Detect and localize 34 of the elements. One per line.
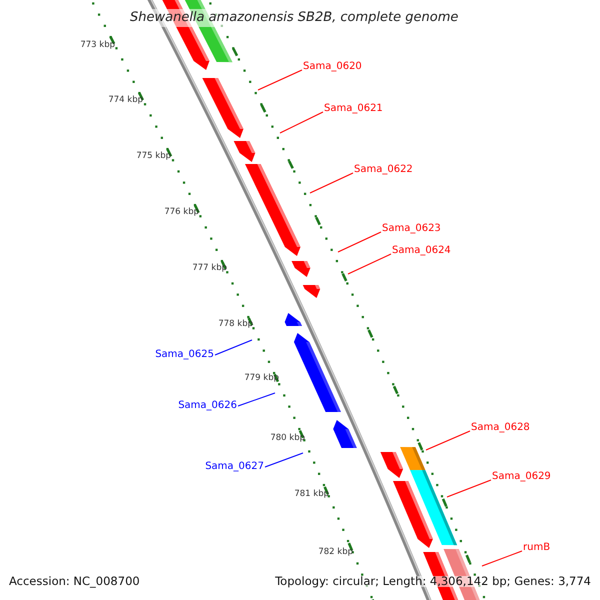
- scale-tick-label: 781 kbp: [294, 489, 329, 499]
- gene-label: Sama_0627: [205, 461, 264, 473]
- leader-line: [280, 112, 324, 134]
- leader-line: [258, 70, 302, 90]
- gene-label: Sama_0623: [382, 223, 441, 235]
- accession-text: Accession: NC_008700: [9, 575, 140, 587]
- scale-tick-label: 777 kbp: [192, 263, 227, 273]
- gene-label: rumB: [523, 542, 550, 554]
- leader-line: [338, 232, 382, 252]
- gene-label: Sama_0629: [492, 471, 551, 483]
- leader-line: [238, 392, 276, 406]
- title: Shewanella amazonensis SB2B, complete genome: [128, 9, 460, 27]
- leader-line: [426, 430, 470, 450]
- gene-label: Sama_0621: [324, 103, 383, 115]
- leader-line: [348, 254, 392, 274]
- gene-label: Sama_0624: [392, 245, 451, 257]
- scale-tick-label: 775 kbp: [136, 151, 171, 161]
- scale-tick-label: 774 kbp: [108, 95, 143, 105]
- gene-label: Sama_0628: [471, 422, 530, 434]
- scale-tick-label: 778 kbp: [218, 319, 253, 329]
- scale-tick-label: 780 kbp: [270, 433, 305, 443]
- gene-label: Sama_0620: [303, 61, 362, 73]
- scale-tick-label: 776 kbp: [164, 207, 199, 217]
- gene-label: Sama_0622: [354, 164, 413, 176]
- genome-summary-text: Topology: circular; Length: 4,306,142 bp; Genes: 3,774: [275, 576, 591, 587]
- leader-line: [482, 550, 522, 566]
- gene-label: Sama_0625: [155, 349, 214, 361]
- leader-line: [446, 480, 492, 498]
- gene-label: Sama_0626: [178, 400, 237, 412]
- leader-line: [310, 172, 354, 194]
- leader-line: [264, 452, 304, 468]
- scale-tick-label: 782 kbp: [318, 547, 353, 557]
- leader-line: [214, 340, 252, 356]
- scale-tick-label: 773 kbp: [80, 40, 115, 50]
